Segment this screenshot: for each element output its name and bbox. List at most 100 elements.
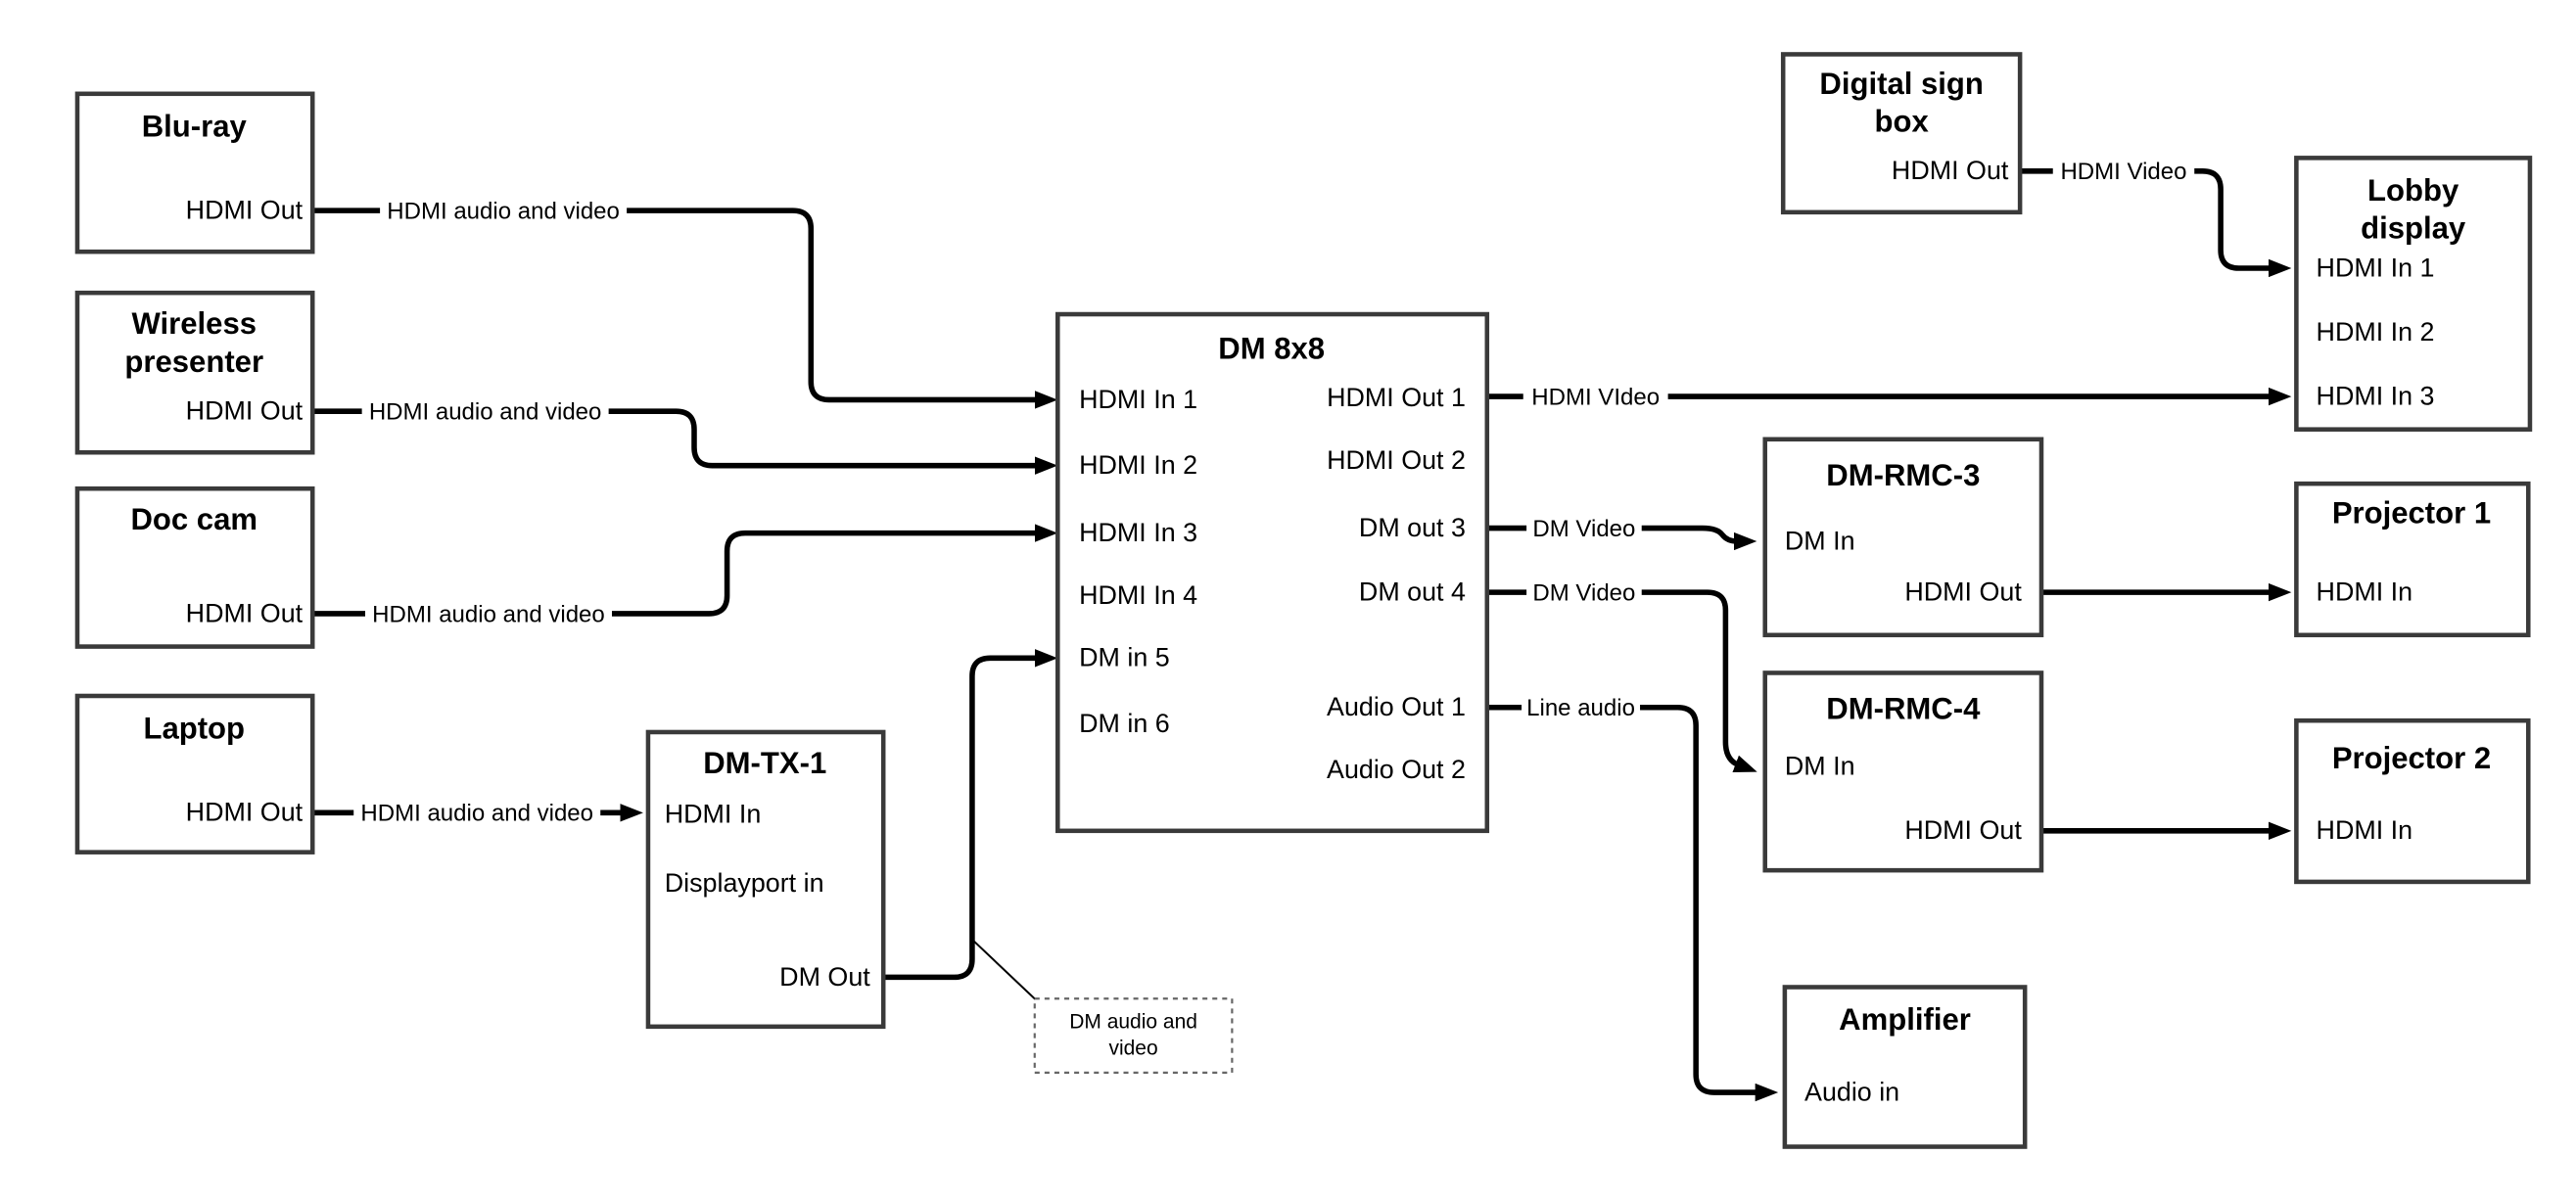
node-dmrmc4-port-dm-in: DM In <box>1785 752 1855 781</box>
node-amplifier: Amplifier Audio in <box>1782 985 2028 1149</box>
edge-dm8x8-audio1-to-amplifier <box>1486 704 1779 1102</box>
node-doccam-box <box>74 485 315 649</box>
edge-label-text: DM Video <box>1532 516 1635 542</box>
node-projector2-port-hdmi-in: HDMI In <box>2317 815 2413 845</box>
node-bluray-box <box>74 91 315 254</box>
node-dm8x8: DM 8x8 HDMI In 1 HDMI In 2 HDMI In 3 HDM… <box>1055 311 1490 834</box>
node-digital-sign-box: Digital sign box HDMI Out <box>1780 52 2023 215</box>
node-wireless-title-line1: Wireless <box>131 306 257 341</box>
node-lobby-title-line2: display <box>2361 211 2466 246</box>
edge-digisign-to-lobby-in1 <box>2020 168 2292 278</box>
node-doccam: Doc cam HDMI Out <box>74 485 315 649</box>
edge-label-bg <box>1522 381 1668 412</box>
node-amplifier-port-audio-in: Audio in <box>1804 1077 1899 1106</box>
edge-label-bg <box>380 196 628 226</box>
node-lobby-port-hdmi-in-2: HDMI In 2 <box>2317 317 2435 346</box>
node-bluray: Blu-ray HDMI Out <box>74 91 315 254</box>
callout-box <box>1033 997 1234 1074</box>
node-projector1-box <box>2294 481 2531 638</box>
node-dmtx1-box <box>645 729 886 1030</box>
edge-label-digisign-hdmi-video: HDMI Video <box>2052 156 2195 186</box>
node-doccam-title: Doc cam <box>130 502 258 536</box>
edge-dm8x8-out3-to-dmrmc3 <box>1486 525 1757 551</box>
node-projector2-box <box>2294 717 2531 885</box>
node-wireless-box <box>74 290 315 455</box>
node-dm8x8-port-audio-out-2: Audio Out 2 <box>1327 755 1466 784</box>
node-dm8x8-box <box>1055 311 1490 834</box>
node-wireless-title-line2: presenter <box>124 345 263 379</box>
node-dmtx1-port-dm-out: DM Out <box>779 962 870 992</box>
callout-text-line1: DM audio and <box>1069 1011 1197 1034</box>
node-dm8x8-port-hdmi-out-2: HDMI Out 2 <box>1327 445 1466 475</box>
node-lobby-port-hdmi-in-3: HDMI In 3 <box>2317 381 2435 410</box>
edge-label-bg <box>2052 156 2195 186</box>
node-projector1: Projector 1 HDMI In <box>2294 481 2531 638</box>
node-projector1-title: Projector 1 <box>2332 495 2491 530</box>
callout-text-line2: video <box>1108 1037 1157 1059</box>
node-laptop: Laptop HDMI Out <box>74 693 315 855</box>
node-dm8x8-title: DM 8x8 <box>1218 331 1325 365</box>
node-digisign-title-line2: box <box>1875 104 1930 138</box>
node-laptop-box <box>74 693 315 855</box>
node-doccam-port-hdmi-out: HDMI Out <box>186 598 304 627</box>
edge-label-text: Line audio <box>1526 695 1635 721</box>
edge-label-bluray: HDMI audio and video <box>380 196 628 226</box>
node-dm8x8-port-dm-out-4: DM out 4 <box>1359 577 1466 606</box>
edge-label-dm-video-out4: DM Video <box>1526 577 1642 608</box>
edge-label-line-audio: Line audio <box>1522 692 1641 722</box>
node-dm8x8-port-hdmi-in-4: HDMI In 4 <box>1079 580 1197 610</box>
node-dmrmc3-box <box>1762 437 2044 638</box>
edge-label-text: HDMI audio and video <box>372 601 605 627</box>
node-dmrmc3-port-dm-in: DM In <box>1785 526 1855 555</box>
edge-label-doccam: HDMI audio and video <box>364 598 612 629</box>
node-dmrmc3: DM-RMC-3 DM In HDMI Out <box>1762 437 2044 638</box>
edge-label-text: HDMI audio and video <box>369 399 602 426</box>
edge-doccam-to-dm8x8-in3 <box>312 524 1058 617</box>
node-dm8x8-port-hdmi-out-1: HDMI Out 1 <box>1327 383 1466 412</box>
node-laptop-port-hdmi-out: HDMI Out <box>186 798 304 827</box>
node-dmtx1-title: DM-TX-1 <box>703 746 826 780</box>
callout-leader-line <box>972 940 1038 1001</box>
edge-label-bg <box>353 798 601 828</box>
node-digisign-box <box>1780 52 2023 215</box>
edge-wireless-to-dm8x8-in2 <box>312 408 1058 475</box>
edge-label-text: HDMI audio and video <box>360 801 593 827</box>
node-bluray-port-hdmi-out: HDMI Out <box>186 196 304 225</box>
node-dm8x8-port-hdmi-in-1: HDMI In 1 <box>1079 385 1197 414</box>
node-dmrmc4-box <box>1762 670 2044 873</box>
edge-label-dm-video-out3: DM Video <box>1526 513 1642 543</box>
node-bluray-title: Blu-ray <box>142 110 248 144</box>
node-projector2: Projector 2 HDMI In <box>2294 717 2531 885</box>
node-dm8x8-port-hdmi-in-2: HDMI In 2 <box>1079 450 1197 480</box>
edge-label-wireless: HDMI audio and video <box>361 396 609 427</box>
node-laptop-title: Laptop <box>143 712 245 746</box>
node-dm8x8-port-dm-in-5: DM in 5 <box>1079 643 1170 672</box>
node-lobby-port-hdmi-in-1: HDMI In 1 <box>2317 253 2435 282</box>
node-wireless-presenter: Wireless presenter HDMI Out <box>74 290 315 455</box>
edge-label-bg <box>1522 692 1641 722</box>
node-digisign-port-hdmi-out: HDMI Out <box>1892 156 2009 185</box>
edge-label-text: HDMI VIdeo <box>1531 384 1660 410</box>
node-digisign-title-line1: Digital sign <box>1819 67 1983 101</box>
node-projector1-port-hdmi-in: HDMI In <box>2317 577 2413 606</box>
node-dm8x8-port-hdmi-in-3: HDMI In 3 <box>1079 518 1197 547</box>
node-dmtx1: DM-TX-1 HDMI In Displayport in DM Out <box>645 729 886 1030</box>
node-dmrmc4: DM-RMC-4 DM In HDMI Out <box>1762 670 2044 873</box>
node-lobby-title-line1: Lobby <box>2367 173 2459 208</box>
edge-label-text: HDMI Video <box>2060 159 2186 185</box>
edge-label-hdmi-video-out1: HDMI VIdeo <box>1522 381 1668 412</box>
node-dmrmc4-title: DM-RMC-4 <box>1826 692 1981 726</box>
node-dmtx1-port-hdmi-in: HDMI In <box>665 799 762 828</box>
edge-dm8x8-out4-to-dmrmc4 <box>1486 589 1757 773</box>
node-wireless-port-hdmi-out: HDMI Out <box>186 396 304 426</box>
node-amplifier-box <box>1782 985 2028 1149</box>
edge-label-bg <box>1526 577 1642 608</box>
node-dm8x8-port-dm-out-3: DM out 3 <box>1359 513 1466 542</box>
node-dm8x8-port-audio-out-1: Audio Out 1 <box>1327 692 1466 721</box>
node-dmrmc3-port-hdmi-out: HDMI Out <box>1904 577 2022 606</box>
edge-bluray-to-dm8x8-in1 <box>312 208 1058 409</box>
node-dmrmc4-port-hdmi-out: HDMI Out <box>1904 815 2022 845</box>
edge-label-text: DM Video <box>1532 579 1635 606</box>
edge-dmtx1-to-dm8x8-in5 <box>883 649 1058 981</box>
